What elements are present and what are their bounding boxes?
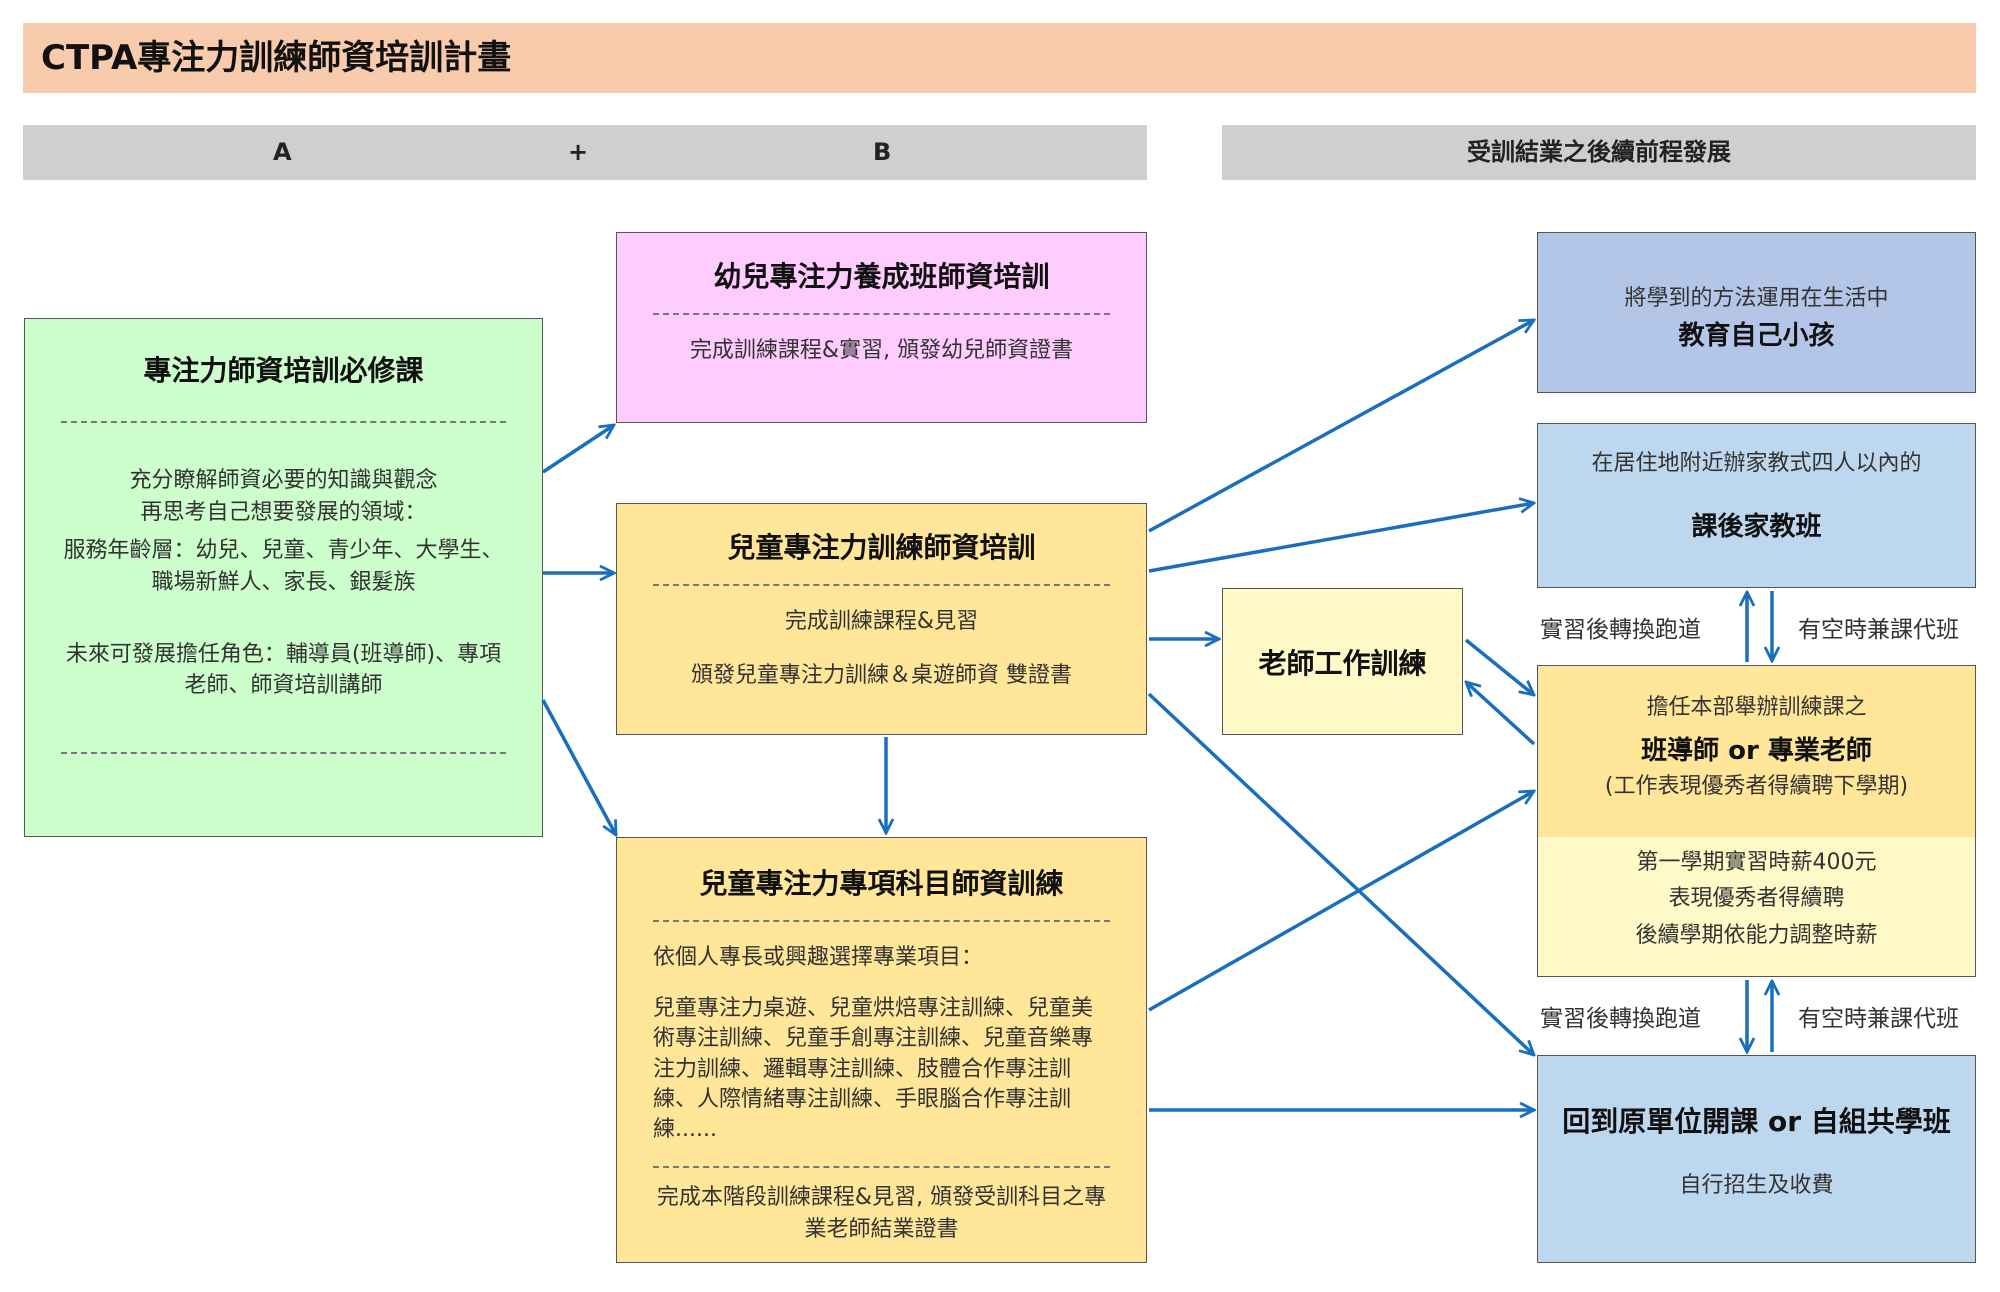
staff-pay-2: 表現優秀者得續聘 — [1668, 886, 1845, 912]
part-time-label-lower: 有空時兼課代班 — [1798, 1006, 1959, 1032]
divider — [653, 584, 1110, 586]
required-line1: 充分瞭解師資必要的知識與觀念 — [129, 468, 438, 493]
tutor-line2: 課後家教班 — [1691, 511, 1822, 542]
arrow-required-to-infant — [542, 425, 614, 474]
switch-label-upper: 實習後轉換跑道 — [1540, 617, 1701, 643]
divider — [653, 1165, 1110, 1168]
special-footer: 完成本階段訓練課程&見習, 頒發受訓科目之專業老師結業證書 — [656, 1184, 1107, 1242]
arrow-child-to-own-unit — [1147, 692, 1534, 1055]
arrow-staff-to-teacher-training — [1466, 682, 1536, 746]
special-subject-box: 兒童專注力專項科目師資訓練 依個人專長或興趣選擇專業項目： 兒童專注力桌遊、兒童… — [616, 837, 1147, 1263]
header-plus: + — [568, 138, 589, 166]
teacher-training-title: 老師工作訓練 — [1258, 646, 1427, 680]
own-unit-title: 回到原單位開課 or 自組共學班 — [1562, 1105, 1951, 1138]
staff-pay-3: 後續學期依能力調整時薪 — [1635, 922, 1878, 948]
special-items: 兒童專注力桌遊、兒童烘焙專注訓練、兒童美術專注訓練、兒童手創專注訓練、兒童音樂專… — [653, 995, 1094, 1143]
switch-label-lower: 實習後轉換跑道 — [1540, 1006, 1701, 1032]
tutor-class-box: 在居住地附近辦家教式四人以內的 課後家教班 — [1537, 423, 1976, 588]
part-time-label-upper: 有空時兼課代班 — [1798, 617, 1959, 643]
divider — [61, 421, 506, 423]
arrow-child-to-own-child — [1148, 318, 1534, 533]
divider — [61, 752, 506, 755]
child-title: 兒童專注力訓練師資培訓 — [727, 531, 1036, 564]
arrow-teacher-training-to-staff — [1464, 638, 1534, 695]
own-child-box: 將學到的方法運用在生活中 教育自己小孩 — [1537, 232, 1976, 393]
required-course-box: 專注力師資培訓必修課 充分瞭解師資必要的知識與觀念 再思考自己想要發展的領域： … — [24, 318, 543, 837]
staff-role-section: 擔任本部舉辦訓練課之 班導師 or 專業老師 (工作表現優秀者得續聘下學期) — [1538, 666, 1975, 837]
required-line3: 服務年齡層：幼兒、兒童、青少年、大學生、職場新鮮人、家長、銀髮族 — [63, 537, 504, 595]
arrow-required-to-special — [541, 699, 618, 835]
divider — [653, 313, 1110, 315]
required-line4: 未來可發展擔任角色：輔導員(班導師)、專項老師、師資培訓講師 — [65, 641, 502, 699]
own-unit-box: 回到原單位開課 or 自組共學班 自行招生及收費 — [1537, 1055, 1976, 1263]
header-a-plus-b: A + B — [23, 125, 1147, 180]
staff-pay-1: 第一學期實習時薪400元 — [1636, 850, 1877, 875]
required-line2: 再思考自己想要發展的領域： — [140, 499, 427, 525]
staff-teacher-box: 擔任本部舉辦訓練課之 班導師 or 專業老師 (工作表現優秀者得續聘下學期) 第… — [1537, 665, 1976, 977]
teacher-training-box: 老師工作訓練 — [1222, 588, 1463, 735]
header-a: A — [273, 138, 292, 166]
child-body1: 完成訓練課程&見習 — [784, 609, 979, 634]
required-title: 專注力師資培訓必修課 — [143, 354, 424, 387]
header-future: 受訓結業之後續前程發展 — [1222, 125, 1976, 180]
page-title: CTPA專注力訓練師資培訓計畫 — [23, 23, 1976, 93]
header-b: B — [873, 138, 892, 166]
infant-body: 完成訓練課程&實習, 頒發幼兒師資證書 — [689, 338, 1074, 363]
tutor-line1: 在居住地附近辦家教式四人以內的 — [1591, 451, 1922, 476]
staff-line3: (工作表現優秀者得續聘下學期) — [1604, 773, 1909, 799]
staff-line2: 班導師 or 專業老師 — [1641, 735, 1872, 766]
divider — [653, 920, 1110, 922]
own-unit-body: 自行招生及收費 — [1679, 1173, 1834, 1198]
infant-training-box: 幼兒專注力養成班師資培訓 完成訓練課程&實習, 頒發幼兒師資證書 — [616, 232, 1147, 423]
child-training-box: 兒童專注力訓練師資培訓 完成訓練課程&見習 頒發兒童專注力訓練＆桌遊師資 雙證書 — [616, 503, 1147, 735]
infant-title: 幼兒專注力養成班師資培訓 — [713, 260, 1050, 293]
child-body2: 頒發兒童專注力訓練＆桌遊師資 雙證書 — [691, 662, 1072, 688]
own-child-line1: 將學到的方法運用在生活中 — [1624, 286, 1889, 311]
staff-line1: 擔任本部舉辦訓練課之 — [1646, 695, 1867, 720]
special-intro: 依個人專長或興趣選擇專業項目： — [653, 945, 984, 970]
arrow-special-to-staff — [1148, 791, 1534, 1012]
own-child-line2: 教育自己小孩 — [1678, 320, 1835, 351]
special-title: 兒童專注力專項科目師資訓練 — [699, 867, 1064, 900]
arrow-child-to-tutor — [1148, 503, 1534, 573]
